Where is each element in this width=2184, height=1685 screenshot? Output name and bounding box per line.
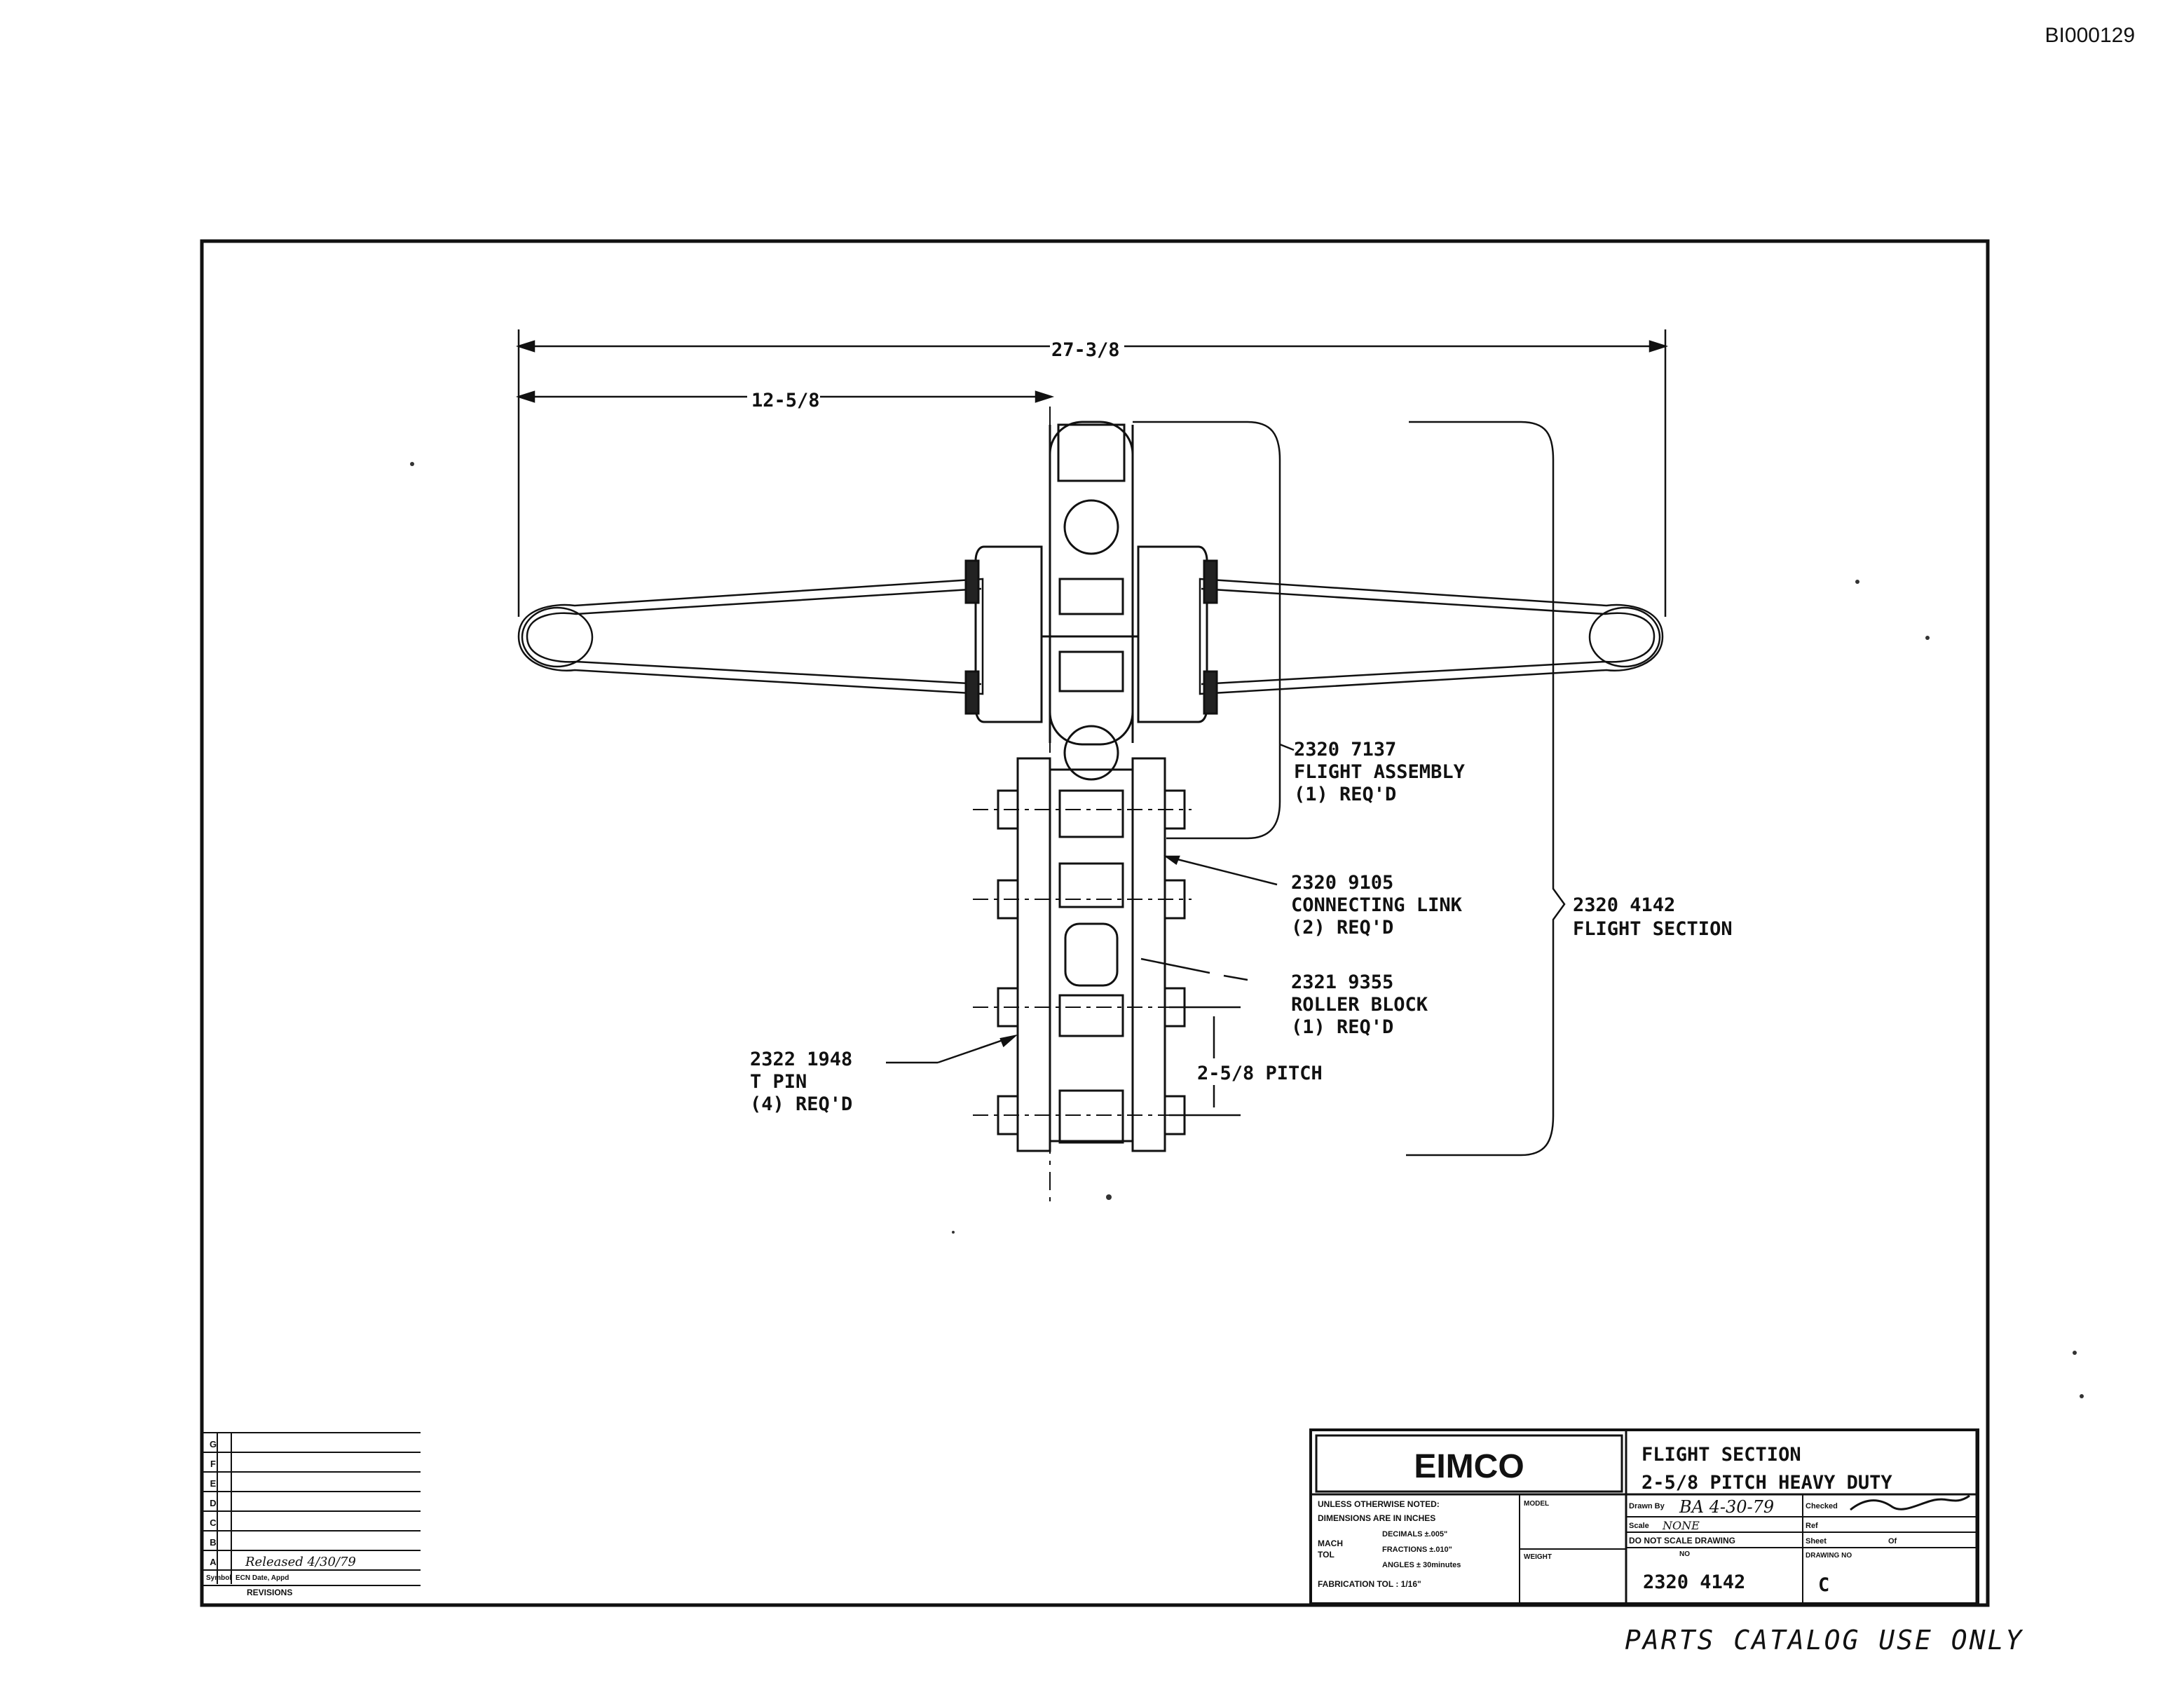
leader-t-pin [886, 1034, 1018, 1064]
checked-label: Checked [1806, 1502, 1838, 1510]
rev-a-entry: Released 4/30/79 [245, 1555, 356, 1569]
callout-connecting-link: 2320 9105 CONNECTING LINK (2) REQ'D [1291, 872, 1463, 939]
document-id: BI000129 [2045, 24, 2135, 47]
drawn-by-label: Drawn By [1629, 1502, 1665, 1510]
footer-note: PARTS CATALOG USE ONLY [1625, 1625, 2024, 1656]
roller-block-name: ROLLER BLOCK [1291, 994, 1428, 1016]
connecting-link-qty: (2) REQ'D [1291, 917, 1393, 939]
drawing-number: 2320 4142 [1643, 1571, 1745, 1593]
flight-hub-right [1137, 545, 1218, 723]
flight-assembly-name: FLIGHT ASSEMBLY [1294, 761, 1466, 783]
t-pin-part: 2322 1948 [750, 1049, 852, 1070]
mach-label: MACH [1318, 1539, 1343, 1548]
dims-in-inches: DIMENSIONS ARE IN INCHES [1318, 1513, 1435, 1523]
roller-block-qty: (1) REQ'D [1291, 1016, 1393, 1038]
flight-section-part: 2320 4142 [1573, 894, 1675, 916]
drawn-by-value: BA 4-30-79 [1679, 1497, 1774, 1517]
fabrication-tol: FABRICATION TOL : 1/16" [1318, 1579, 1421, 1589]
revision-block [203, 1432, 421, 1586]
scale-value: NONE [1662, 1519, 1700, 1532]
flight-assembly-part: 2320 7137 [1294, 739, 1396, 760]
drawing-revision: C [1818, 1574, 1829, 1596]
flight-hub-left [964, 545, 1043, 723]
pin-center-lines [973, 809, 1192, 1116]
connecting-link-name: CONNECTING LINK [1291, 894, 1463, 916]
overall-width-label: 27-3/8 [1051, 339, 1120, 361]
flight-chain-link-top [1042, 421, 1138, 746]
dimension-half-width [515, 390, 1055, 403]
leader-roller-block [1140, 957, 1248, 981]
flight-section-name: FLIGHT SECTION [1573, 918, 1733, 940]
model-label: MODEL [1524, 1500, 1549, 1508]
fractions-tol: FRACTIONS ±.010" [1382, 1546, 1452, 1554]
scale-label: Scale [1629, 1522, 1649, 1530]
rev-symbol-label: Symbol [206, 1574, 231, 1582]
rev-letter-b: B [210, 1537, 216, 1548]
roller-block-part: 2321 9355 [1291, 971, 1393, 993]
company-name: EIMCO [1414, 1448, 1524, 1485]
angles-tol: ANGLES ± 30minutes [1382, 1561, 1461, 1569]
callout-flight-section: 2320 4142 FLIGHT SECTION [1573, 894, 1733, 940]
tol-label: TOL [1318, 1550, 1335, 1560]
callout-flight-assembly: 2320 7137 FLIGHT ASSEMBLY (1) REQ'D [1294, 739, 1466, 805]
flight-arm-right [1199, 578, 1664, 695]
callout-t-pin: 2322 1948 T PIN (4) REQ'D [750, 1049, 852, 1115]
rev-letter-e: E [210, 1478, 217, 1489]
of-label: Of [1888, 1537, 1897, 1546]
decimals-tol: DECIMALS ±.005" [1382, 1530, 1447, 1539]
title-line-2: 2-5/8 PITCH HEAVY DUTY [1642, 1472, 1892, 1494]
bracket-flight-assembly [1133, 421, 1295, 840]
rev-letter-f: F [210, 1459, 216, 1469]
callout-roller-block: 2321 9355 ROLLER BLOCK (1) REQ'D [1291, 971, 1428, 1038]
title-line-1: FLIGHT SECTION [1642, 1444, 1801, 1466]
pitch-label: 2-5/8 PITCH [1197, 1063, 1323, 1084]
rev-letter-c: C [210, 1517, 217, 1528]
bracket-flight-section [1406, 421, 1566, 1157]
weight-label: WEIGHT [1524, 1553, 1552, 1561]
dimension-overall-width [515, 329, 1669, 617]
connecting-link-part: 2320 9105 [1291, 872, 1393, 894]
checked-signature [1850, 1494, 1970, 1511]
rev-letter-g: G [210, 1439, 217, 1449]
unless-noted: UNLESS OTHERWISE NOTED: [1318, 1499, 1440, 1509]
rev-revisions-label: REVISIONS [247, 1588, 292, 1597]
flight-assembly-qty: (1) REQ'D [1294, 784, 1396, 805]
sheet-label: Sheet [1806, 1537, 1827, 1546]
rev-ecn-label: ECN Date, Appd [236, 1574, 289, 1582]
ref-label: Ref [1806, 1522, 1818, 1530]
rev-letter-a: A [210, 1557, 217, 1567]
t-pin-qty: (4) REQ'D [750, 1093, 852, 1115]
rev-letter-d: D [210, 1498, 216, 1508]
t-pin-name: T PIN [750, 1071, 807, 1093]
half-width-label: 12-5/8 [751, 390, 820, 411]
drawing-border [200, 239, 1990, 1607]
leader-connecting-link [1163, 855, 1278, 886]
drawing-no-label: DRAWING NO [1806, 1552, 1852, 1560]
dimension-pitch [1169, 1006, 1241, 1117]
flight-arm-left [517, 578, 984, 695]
title-block [1309, 1428, 1979, 1605]
do-not-scale: DO NOT SCALE DRAWING [1629, 1536, 1735, 1546]
chain-link-connecting [1016, 725, 1166, 1152]
scan-speckles [410, 462, 2084, 1398]
no-label: NO [1679, 1550, 1690, 1558]
